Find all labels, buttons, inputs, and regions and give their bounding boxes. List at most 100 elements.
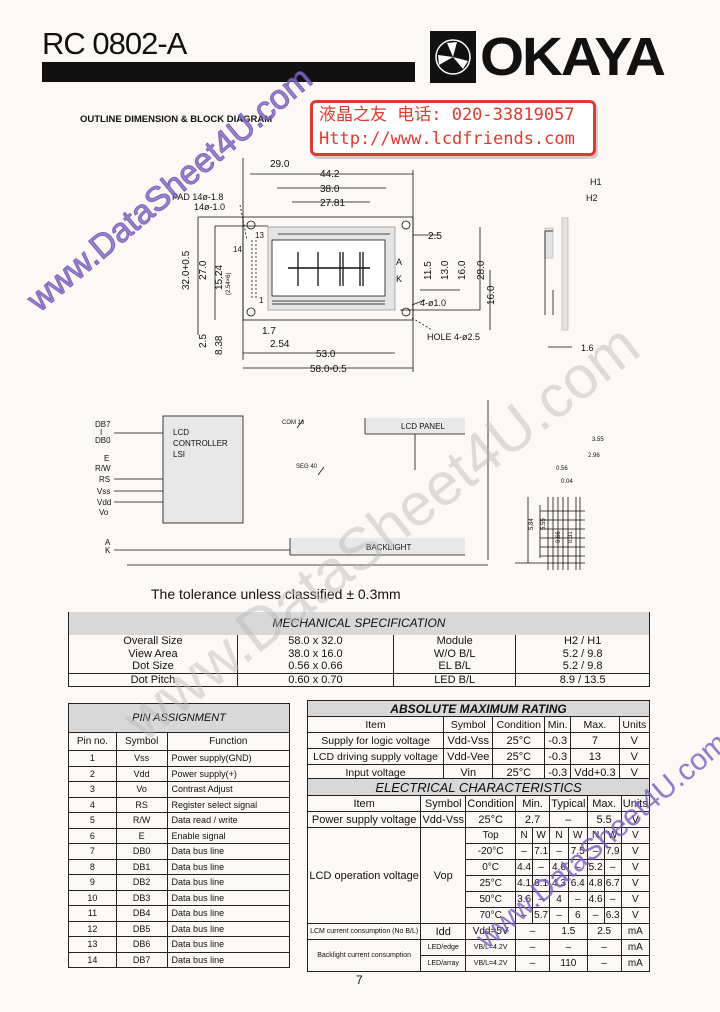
cell: Vo <box>115 781 168 798</box>
cell: 4.6 <box>549 859 569 876</box>
okaya-emblem-icon <box>430 31 476 83</box>
cell: DB3 <box>115 889 168 906</box>
cell: R/W <box>115 812 168 829</box>
dim-13: 13.0 <box>440 260 451 280</box>
lcd-panel-label: LCD PANEL <box>401 422 445 431</box>
cell: -20°C <box>465 843 517 860</box>
tolerance-note: The tolerance unless classified ± 0.3mm <box>151 586 401 602</box>
vdd-label: Vdd <box>97 498 111 507</box>
cathode-label: K <box>396 274 402 284</box>
lcd-panel-block <box>365 418 465 434</box>
cell: Data bus line <box>166 874 291 891</box>
dim-38: 38.0 <box>320 184 340 195</box>
dim-1-6: 1.6 <box>581 343 594 353</box>
dim-27: 27.0 <box>198 260 209 280</box>
backlight-block <box>290 538 465 555</box>
cell: 25°C <box>492 732 546 749</box>
cell: – <box>586 843 605 860</box>
hole-small-label: 4-ø1.0 <box>420 298 446 308</box>
cell: 7 <box>570 732 620 749</box>
cell: 4.8 <box>586 875 605 892</box>
cell: 6.3 <box>603 907 622 924</box>
cell: – <box>515 843 534 860</box>
a-label: A <box>105 538 111 547</box>
backlight-label: BACKLIGHT <box>366 543 411 552</box>
dim-27-81: 27.81 <box>320 198 345 209</box>
cell: Vdd=5V <box>465 923 517 940</box>
col-header: Typical <box>549 795 588 812</box>
controller-label-2: CONTROLLER <box>173 439 228 448</box>
dim-3-55: 3.55 <box>592 437 604 443</box>
cell: E <box>115 827 168 844</box>
h1-label: H1 <box>590 177 602 187</box>
col-header: Condition <box>465 795 517 812</box>
cell: V <box>620 875 651 892</box>
cell: LCD operation voltage <box>306 827 422 924</box>
cell: LCM current consumption (No B/L) <box>306 923 422 940</box>
cell: 4.1 <box>515 875 534 892</box>
cell: – <box>549 811 588 828</box>
cell: Enable signal <box>166 827 291 844</box>
cell: 5.2 / 9.8 <box>515 660 650 673</box>
cell: 5.5 <box>586 811 622 828</box>
pin-1-label: 1 <box>259 296 264 305</box>
cell: Vop <box>420 827 467 924</box>
dim-16: 16.0 <box>457 260 468 280</box>
cell: DB7 <box>115 951 168 968</box>
col-header: Units <box>618 716 651 733</box>
cell: 0.56 x 0.66 <box>236 660 395 673</box>
col-header: Symbol <box>443 716 494 733</box>
cell: V <box>618 732 651 749</box>
cell: – <box>515 907 534 924</box>
cell: DB1 <box>115 858 168 875</box>
cell: V <box>618 748 651 765</box>
cell: Data bus line <box>166 936 291 953</box>
dim-8-38: 8.38 <box>214 335 225 355</box>
cell: Idd <box>420 923 467 940</box>
dim-53: 53.0 <box>316 349 336 360</box>
cell: – <box>549 939 588 956</box>
stamp-url: Http://www.lcdfriends.com <box>319 129 575 149</box>
col-header: Max. <box>570 716 620 733</box>
dim-32: 32.0+0.5 <box>181 250 192 290</box>
cell: 4.3 <box>549 875 569 892</box>
mechanical-title: MECHANICAL SPECIFICATION <box>68 612 650 635</box>
cell: 25°C <box>465 811 517 828</box>
col-header: Function <box>166 732 291 751</box>
cell: V <box>620 843 651 860</box>
dim-16-b: 16.0 <box>486 285 497 305</box>
col-header: Min. <box>515 795 551 812</box>
cell: mA <box>620 923 651 940</box>
cell: 2 <box>68 765 117 782</box>
k-label: K <box>105 546 111 555</box>
cell: 5.2 / 9.8 <box>515 647 650 660</box>
cell: Supply for logic voltage <box>306 732 445 749</box>
cell: 10 <box>68 889 117 906</box>
cell: Contrast Adjust <box>166 781 291 798</box>
cell: View Area <box>68 647 238 660</box>
cell: LED/array <box>420 955 467 972</box>
seg-label: SEG 40 <box>296 464 318 470</box>
dim-58: 58.0-0.5 <box>310 364 347 375</box>
col-header: Symbol <box>420 795 467 812</box>
cell: Overall Size <box>68 635 238 648</box>
stamp-phone: 液晶之友 电话: 020-33819057 <box>319 105 575 125</box>
dim-5-84: 5.84 <box>529 518 535 530</box>
cell: N <box>586 827 605 844</box>
dim-0-66: 0.66 <box>556 531 562 543</box>
cell: 3.6 <box>515 891 534 908</box>
cell: DB4 <box>115 905 168 922</box>
cell: Data bus line <box>166 920 291 937</box>
cell: – <box>567 859 588 876</box>
vss-label: Vss <box>97 487 110 496</box>
